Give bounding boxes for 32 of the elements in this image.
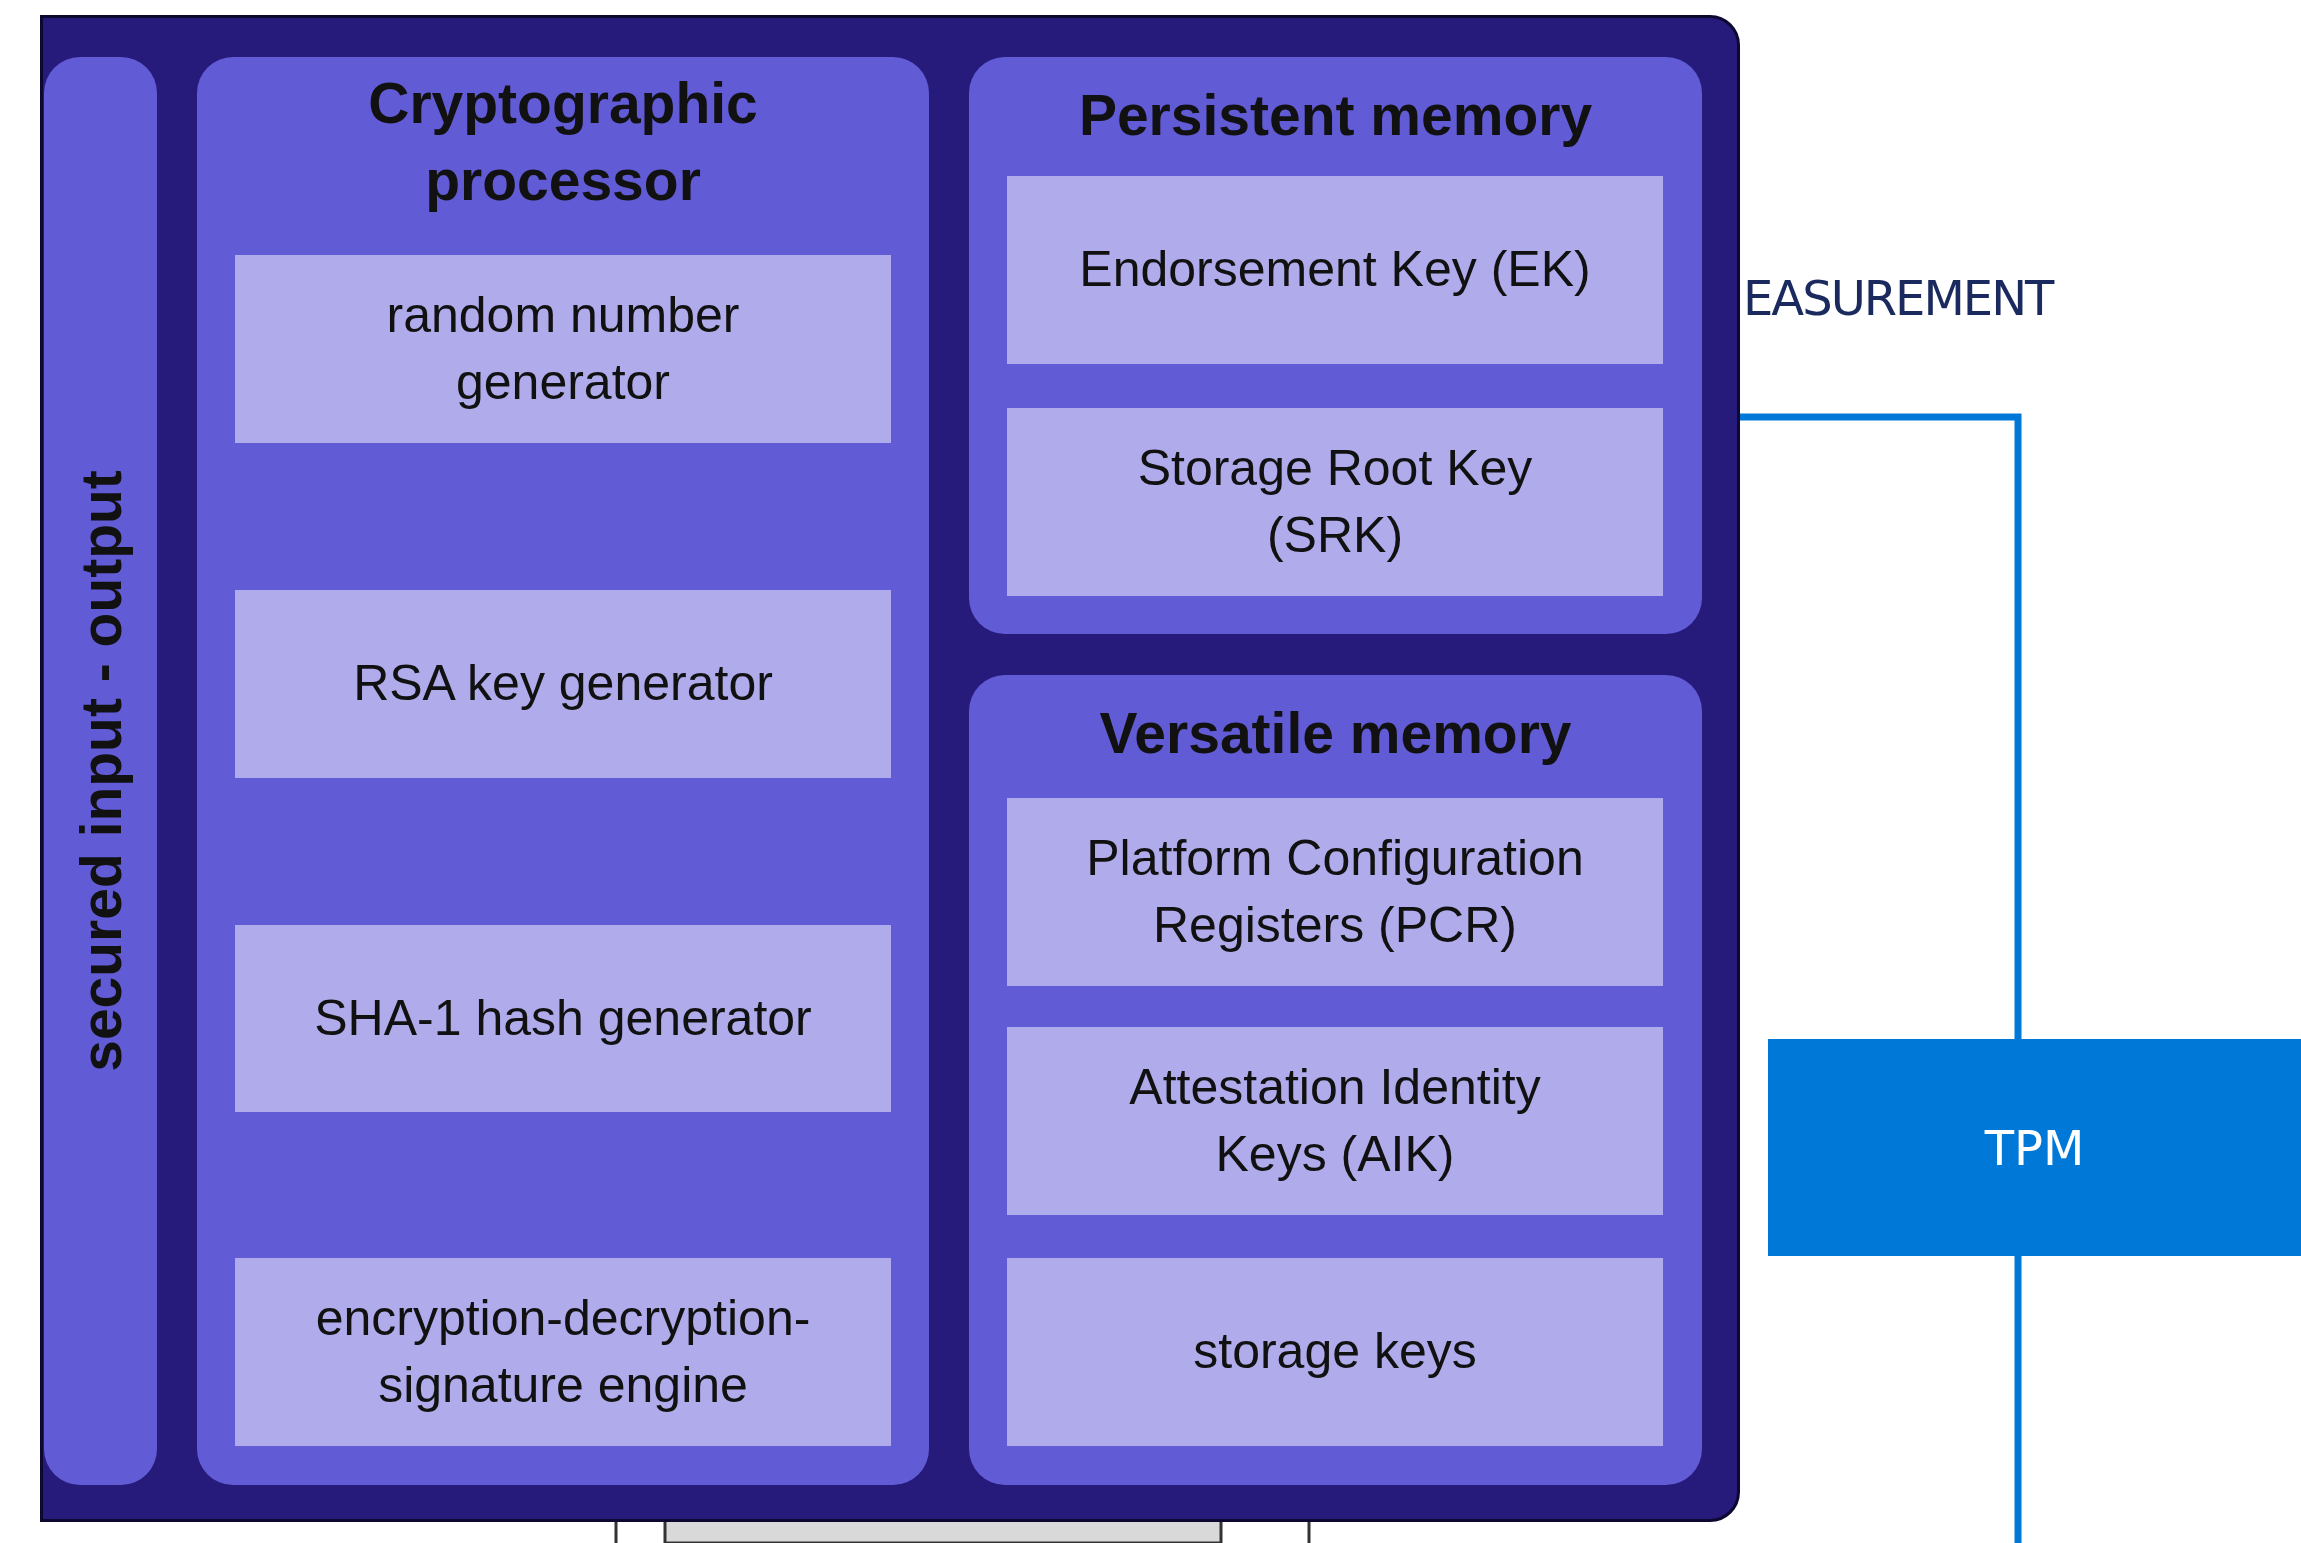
component-box <box>235 590 891 778</box>
component-label: RSA key generator <box>353 654 773 714</box>
io-band <box>44 57 157 1485</box>
component-box <box>1007 176 1663 364</box>
component-box <box>235 925 891 1112</box>
process-box <box>1768 1039 2301 1256</box>
component-label: Platform Configuration Registers (PCR) <box>1085 828 1585 955</box>
group-heading: Cryptographic processor <box>367 70 759 214</box>
component-label: storage keys <box>1193 1322 1477 1382</box>
component-label: Endorsement Key (EK) <box>1079 240 1591 300</box>
component-label: Storage Root Key (SRK) <box>1136 438 1534 565</box>
chip-outline <box>40 15 1740 1522</box>
group-panel <box>969 675 1702 1485</box>
component-label: encryption-decryption-signature engine <box>314 1288 812 1415</box>
component-label: random number generator <box>385 285 741 412</box>
cut-off-label: EASUREMENT <box>1743 270 2053 326</box>
group-panel <box>969 57 1702 634</box>
vertical-label: secured input - output <box>67 470 134 1072</box>
component-label: TPM <box>1984 1119 2085 1176</box>
component-label: Attestation Identity Keys (AIK) <box>1128 1057 1542 1184</box>
group-heading: Versatile memory <box>1098 700 1573 767</box>
connector-line <box>2014 1256 2022 1543</box>
component-box <box>1007 408 1663 596</box>
component-box <box>1007 1027 1663 1215</box>
component-label: SHA-1 hash generator <box>314 988 812 1048</box>
component-box <box>235 255 891 443</box>
connector-line <box>1740 413 2022 1039</box>
group-panel <box>197 57 929 1485</box>
component-box <box>1007 798 1663 986</box>
component-box <box>235 1258 891 1446</box>
group-heading: Persistent memory <box>1077 82 1594 149</box>
component-box <box>1007 1258 1663 1446</box>
